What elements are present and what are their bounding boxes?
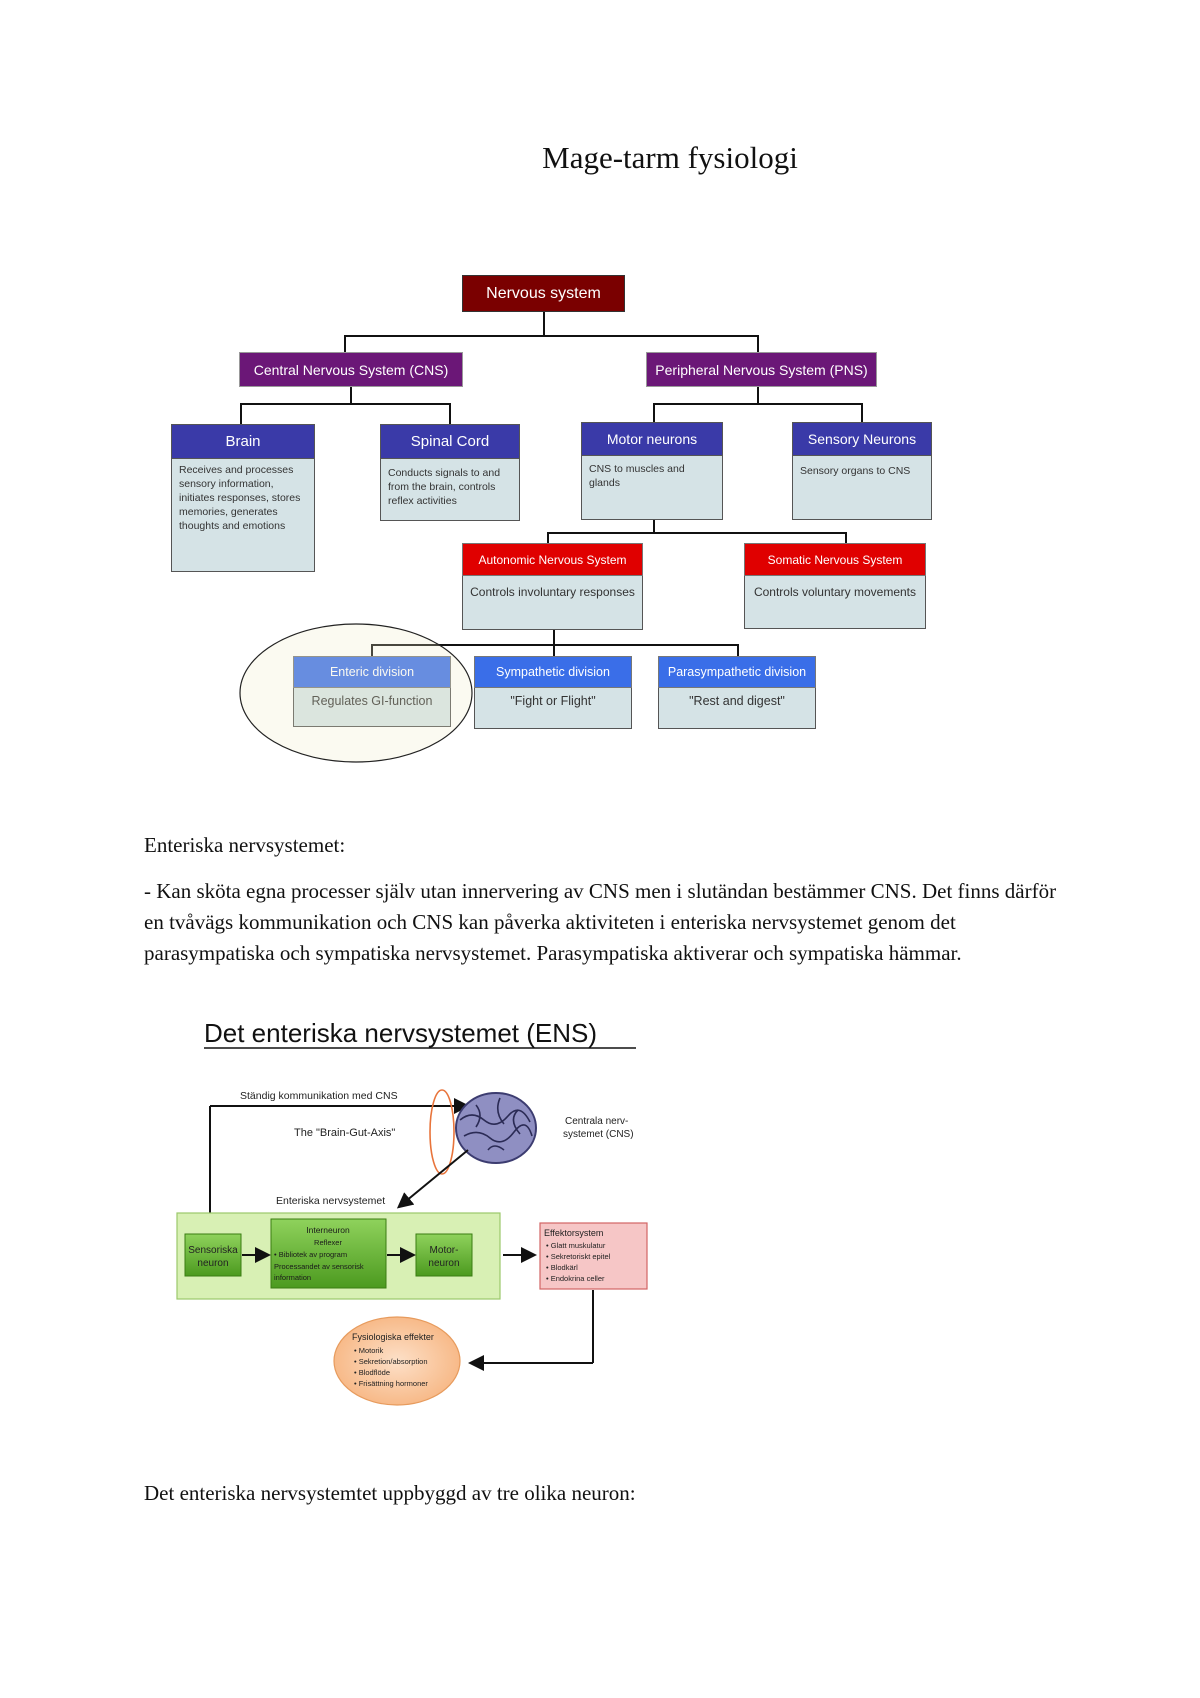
- effector-item-3: • Blodkärl: [546, 1263, 578, 1272]
- motor-desc: CNS to muscles and glands: [581, 456, 723, 520]
- ens-label: Enteriska nervsystemet: [276, 1195, 385, 1207]
- autonomic-desc: Controls involuntary responses: [462, 576, 643, 630]
- effector-title: Effektorsystem: [544, 1228, 603, 1238]
- pns-node: Peripheral Nervous System (PNS): [646, 352, 877, 387]
- interneuron-bullet-2: Processandet av sensorisk: [274, 1262, 364, 1271]
- page-title: Mage-tarm fysiologi: [542, 140, 798, 175]
- spinal-cord-node: Spinal Cord Conducts signals to and from…: [380, 424, 520, 521]
- effector-item-4: • Endokrina celler: [546, 1274, 605, 1283]
- cns-label-2: systemet (CNS): [563, 1129, 634, 1140]
- sympathetic-division-node: Sympathetic division "Fight or Flight": [474, 656, 632, 729]
- physio-title: Fysiologiska effekter: [352, 1332, 434, 1342]
- brain-icon: [455, 1092, 537, 1164]
- nervous-system-node: Nervous system: [462, 275, 625, 312]
- enteric-highlight-ellipse: [239, 623, 473, 763]
- parasympathetic-desc: "Rest and digest": [658, 688, 816, 729]
- parasympathetic-title: Parasympathetic division: [658, 656, 816, 688]
- axis-ellipse: [429, 1089, 455, 1175]
- sensory-desc: Sensory organs to CNS: [792, 456, 932, 520]
- section-heading: Enteriska nervsystemet:: [144, 833, 346, 857]
- closing-line: Det enteriska nervsystemtet uppbyggd av …: [144, 1481, 636, 1505]
- effector-item-1: • Glatt muskulatur: [546, 1241, 606, 1250]
- physio-item-1: • Motorik: [354, 1346, 384, 1355]
- motor-neuron-label-1: Motor-: [430, 1245, 459, 1256]
- axis-label: The "Brain-Gut-Axis": [294, 1127, 395, 1139]
- somatic-desc: Controls voluntary movements: [744, 576, 926, 629]
- cns-node: Central Nervous System (CNS): [239, 352, 463, 387]
- interneuron-bullet-3: information: [274, 1273, 311, 1282]
- interneuron-bullet-1: • Bibliotek av program: [274, 1250, 347, 1259]
- ens-title: Det enteriska nervsystemet (ENS): [204, 1018, 597, 1048]
- autonomic-title: Autonomic Nervous System: [462, 543, 643, 576]
- somatic-node: Somatic Nervous System Controls voluntar…: [744, 543, 926, 629]
- sensory-neuron-label-1: Sensoriska: [188, 1245, 238, 1256]
- brain-title: Brain: [171, 424, 315, 459]
- sensory-neuron-label-2: neuron: [197, 1258, 228, 1269]
- autonomic-node: Autonomic Nervous System Controls involu…: [462, 543, 643, 630]
- motor-neuron-label-2: neuron: [428, 1258, 459, 1269]
- enteric-division-node: Enteric division Regulates GI-function: [293, 656, 451, 727]
- parasympathetic-division-node: Parasympathetic division "Rest and diges…: [658, 656, 816, 729]
- brain-desc: Receives and processes sensory informati…: [171, 459, 315, 572]
- enteric-title: Enteric division: [293, 656, 451, 688]
- body-paragraph: - Kan sköta egna processer själv utan in…: [144, 879, 1057, 965]
- somatic-title: Somatic Nervous System: [744, 543, 926, 576]
- comm-label: Ständig kommunikation med CNS: [240, 1090, 398, 1102]
- effector-item-2: • Sekretoriskt epitel: [546, 1252, 611, 1261]
- brain-node: Brain Receives and processes sensory inf…: [171, 424, 315, 572]
- motor-neurons-node: Motor neurons CNS to muscles and glands: [581, 422, 723, 520]
- ens-diagram: Det enteriska nervsystemet (ENS) Ständig…: [176, 1018, 648, 1406]
- enteric-desc: Regulates GI-function: [293, 688, 451, 727]
- sympathetic-desc: "Fight or Flight": [474, 688, 632, 729]
- sensory-title: Sensory Neurons: [792, 422, 932, 456]
- cns-label-1: Centrala nerv-: [565, 1116, 628, 1127]
- spinal-desc: Conducts signals to and from the brain, …: [380, 459, 520, 521]
- physio-item-2: • Sekretion/absorption: [354, 1357, 428, 1366]
- sympathetic-title: Sympathetic division: [474, 656, 632, 688]
- interneuron-sub: Reflexer: [314, 1238, 342, 1247]
- motor-title: Motor neurons: [581, 422, 723, 456]
- physio-item-4: • Frisättning hormoner: [354, 1379, 428, 1388]
- spinal-title: Spinal Cord: [380, 424, 520, 459]
- sensory-neurons-node: Sensory Neurons Sensory organs to CNS: [792, 422, 932, 520]
- physio-item-3: • Blodflöde: [354, 1368, 390, 1377]
- interneuron-title: Interneuron: [306, 1225, 350, 1235]
